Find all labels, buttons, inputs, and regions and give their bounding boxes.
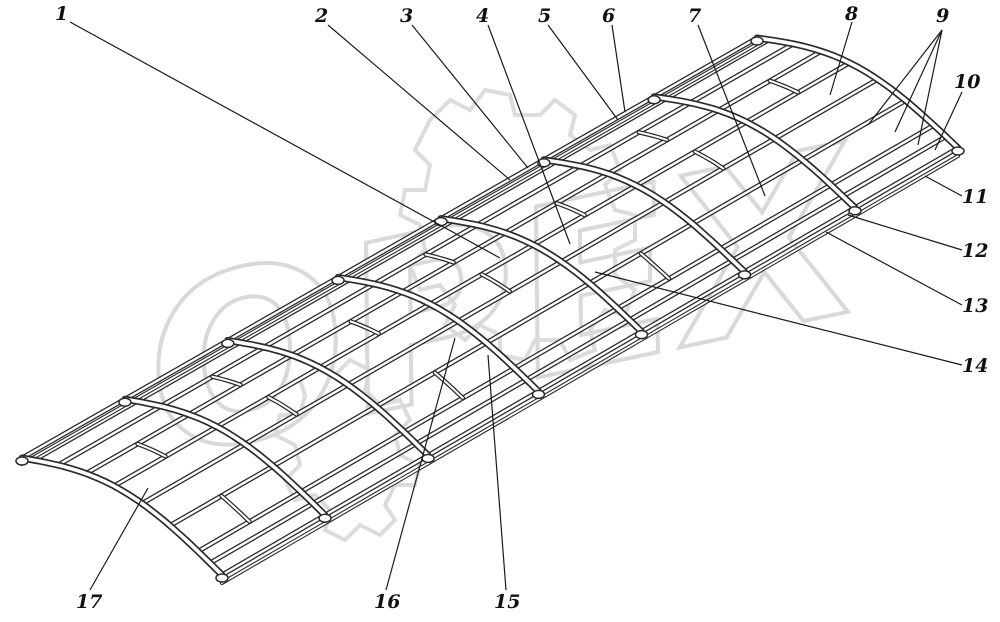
callout-2: 2 <box>314 5 328 27</box>
hoop-6-end-1 <box>848 206 862 216</box>
cross-tie-1-highlight <box>267 396 298 416</box>
leader-16 <box>385 337 456 591</box>
leader-6 <box>611 24 626 113</box>
rail-9-highlight <box>220 146 960 577</box>
hoop-5-end-1 <box>737 270 752 280</box>
callout-12: 12 <box>962 240 988 262</box>
hoop-7-end-1 <box>951 146 965 156</box>
leader-10 <box>934 91 963 151</box>
cross-tie-8-highlight <box>211 375 242 386</box>
hoop-4-highlight <box>439 216 644 334</box>
cross-tie-5-highlight <box>694 150 725 170</box>
cross-tie-10-highlight <box>637 131 668 141</box>
hoop-6-end-0 <box>647 95 661 105</box>
leader-11 <box>924 175 963 197</box>
leader-lines <box>69 21 963 591</box>
rail-0-highlight <box>20 36 759 460</box>
hoop-0-end-1 <box>215 573 229 583</box>
hoop-2-end-1 <box>421 453 435 464</box>
roof-frame <box>15 34 965 585</box>
hoop-0-end-0 <box>15 456 29 466</box>
hoop-5-highlight <box>542 158 747 274</box>
rail-8-highlight <box>208 135 948 565</box>
hoop-2-end-0 <box>221 338 235 349</box>
callout-5: 5 <box>538 5 551 27</box>
leader-14 <box>594 271 963 366</box>
callout-17: 17 <box>76 591 102 613</box>
leader-9a <box>867 29 943 126</box>
cross-tie-4-highlight <box>555 202 586 217</box>
cross-tie-7-highlight <box>220 494 251 523</box>
leader-12 <box>847 214 963 251</box>
callout-14: 14 <box>962 355 988 377</box>
callout-7: 7 <box>688 5 701 27</box>
hoop-0-highlight <box>20 456 224 577</box>
cross-tie-3-highlight <box>480 273 511 293</box>
rail-6-highlight <box>168 99 907 527</box>
cross-tie-11-highlight <box>433 371 464 399</box>
leader-13 <box>825 231 963 306</box>
leader-9b <box>894 29 943 133</box>
leader-5 <box>547 24 619 121</box>
hoop-2-highlight <box>226 338 430 458</box>
callout-11: 11 <box>962 186 988 208</box>
side-rail-0-highlight <box>21 43 758 465</box>
leader-8 <box>829 21 853 96</box>
leader-1 <box>69 21 501 259</box>
callout-6: 6 <box>602 5 615 27</box>
hoop-1-end-1 <box>318 513 332 523</box>
leader-17 <box>89 487 149 591</box>
side-rail-1-highlight <box>221 155 959 584</box>
callout-10: 10 <box>954 71 980 93</box>
callout-1: 1 <box>55 3 68 25</box>
cross-tie-0-highlight <box>136 442 167 458</box>
hoop-1-highlight <box>123 397 327 517</box>
leader-4 <box>487 24 571 245</box>
callout-16: 16 <box>374 591 400 613</box>
rail-1-highlight <box>32 38 771 462</box>
callout-4: 4 <box>476 5 489 27</box>
hoop-4-end-1 <box>634 329 649 340</box>
hoop-7-end-0 <box>750 36 764 46</box>
hoop-1-end-0 <box>118 397 132 407</box>
callout-8: 8 <box>844 3 858 25</box>
hoop-6-highlight <box>652 95 857 210</box>
cross-tie-6-highlight <box>768 79 799 94</box>
cross-tie-2-highlight <box>349 320 380 335</box>
hoop-3-end-0 <box>331 275 345 286</box>
hoop-4-end-0 <box>434 216 448 227</box>
watermark: OPEX <box>120 87 893 543</box>
hoop-3-highlight <box>336 275 541 394</box>
callout-9: 9 <box>936 5 949 27</box>
cross-tie-12-highlight <box>639 252 670 280</box>
leader-15 <box>487 354 507 591</box>
leader-2 <box>327 24 511 181</box>
leader-9c <box>917 29 943 146</box>
hoop-3-end-1 <box>531 389 546 400</box>
rail-7-highlight <box>196 124 936 553</box>
cross-tie-9-highlight <box>424 253 455 264</box>
leader-7 <box>697 24 766 197</box>
leader-3 <box>411 24 529 169</box>
callout-13: 13 <box>962 295 988 317</box>
callout-labels: 1 2 3 4 5 6 7 8 9 10 11 12 13 14 15 16 1… <box>55 3 988 613</box>
callout-15: 15 <box>494 591 520 613</box>
callout-3: 3 <box>400 5 413 27</box>
